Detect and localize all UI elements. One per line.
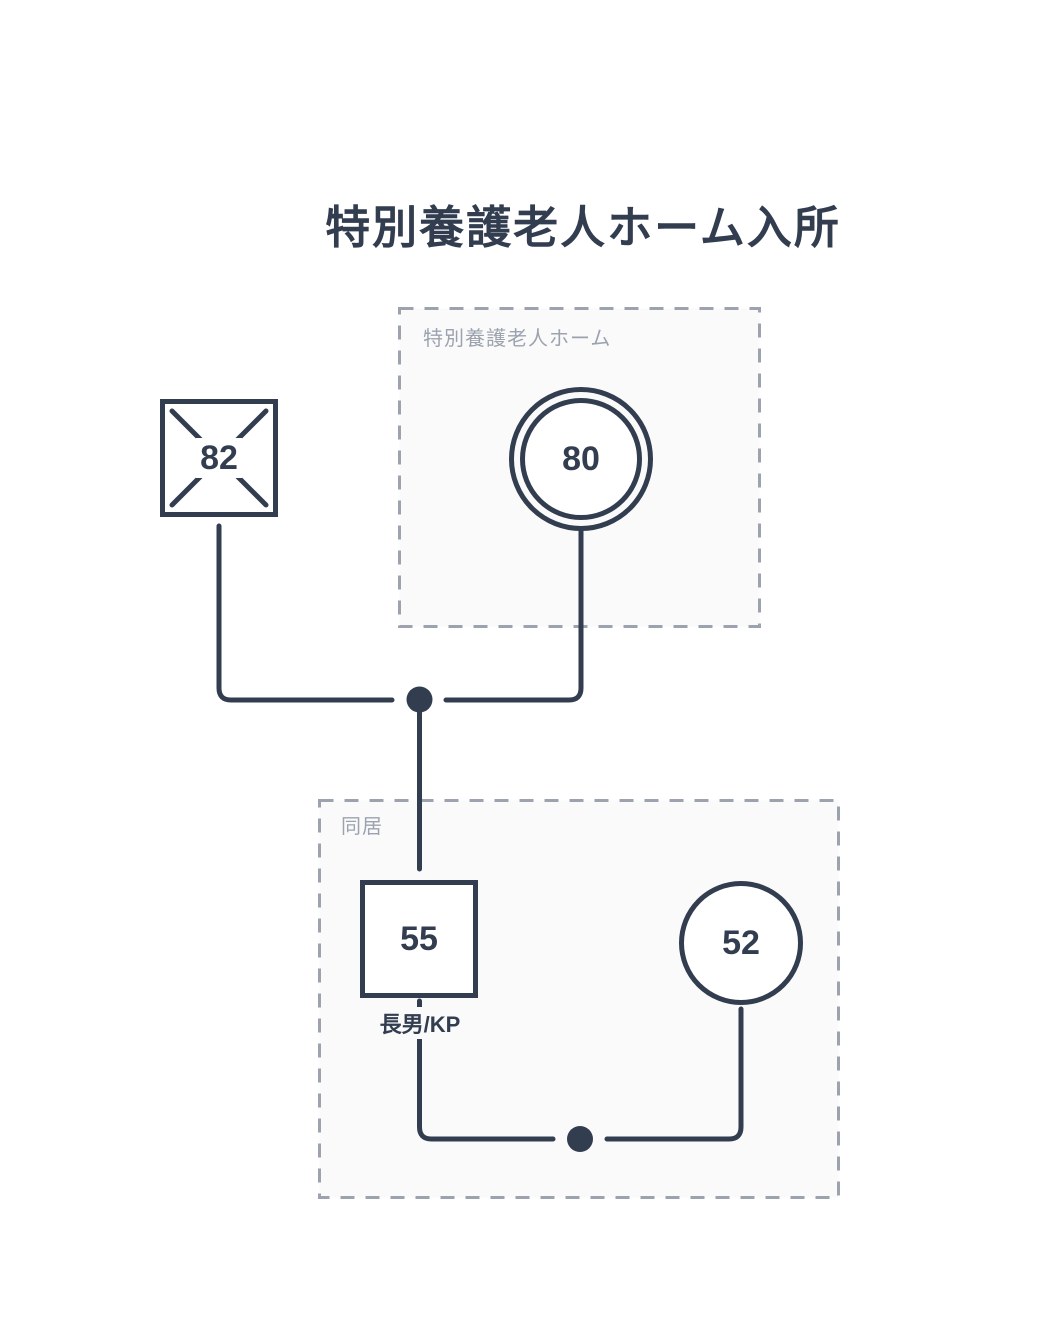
person-node-sons-wife[interactable]: 52: [679, 881, 803, 1005]
person-node-eldest-son[interactable]: 55: [360, 880, 478, 998]
index-person-inner-circle: 80: [520, 398, 642, 520]
partner-link-father: [216, 523, 395, 703]
partner-link-wife: [604, 1006, 744, 1142]
age-label: 52: [722, 924, 760, 962]
age-label: 80: [562, 440, 600, 478]
person-node-mother-index[interactable]: 80: [509, 387, 653, 531]
person-node-father-deceased[interactable]: 82: [160, 399, 278, 517]
diagram-title: 特別養護老人ホーム入所: [325, 202, 841, 253]
age-label: 55: [400, 920, 438, 958]
partner-link-son: [417, 998, 556, 1142]
facility-group-label: 特別養護老人ホーム: [423, 328, 612, 350]
cohabiting-group-label: 同居: [341, 816, 383, 838]
partner-link-mother: [443, 528, 584, 703]
eldest-son-role-label: 長男/KP: [374, 1007, 466, 1039]
age-label: 82: [196, 438, 242, 478]
union-dot-parents: [406, 686, 433, 713]
union-dot-son-couple: [567, 1126, 593, 1152]
